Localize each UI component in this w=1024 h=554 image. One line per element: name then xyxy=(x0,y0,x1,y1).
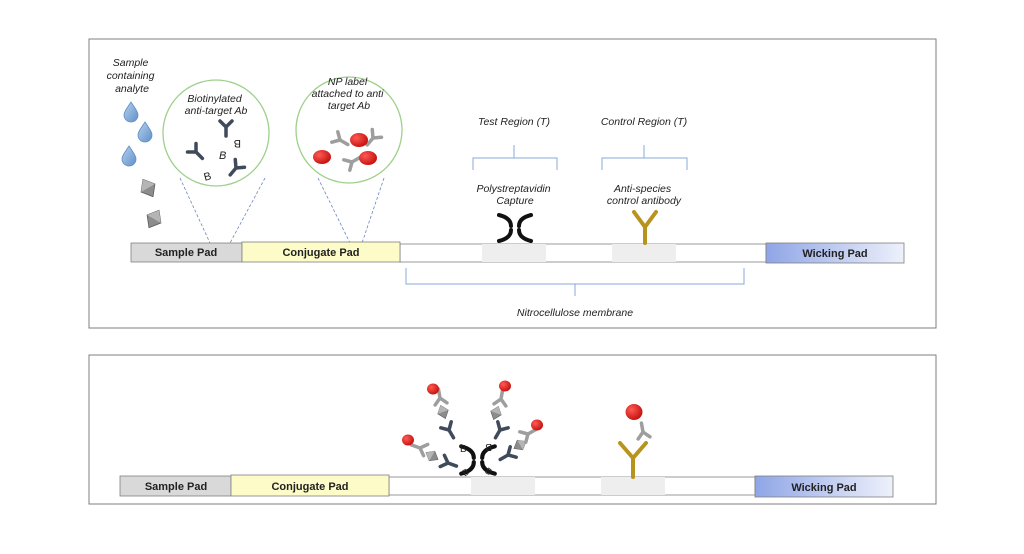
membrane-label: Nitrocellulose membrane xyxy=(517,307,633,319)
wicking-pad-label: Wicking Pad xyxy=(802,248,867,260)
control-antibody-icon xyxy=(618,441,648,479)
membrane-brace xyxy=(405,268,745,296)
nanoparticle-icon xyxy=(359,151,377,165)
control-region-brace xyxy=(601,145,688,170)
zoom-line xyxy=(317,177,351,244)
zoom-line xyxy=(229,177,266,244)
wicking-pad-label: Wicking Pad xyxy=(791,482,856,494)
biotin-antibody-zoom-circle xyxy=(162,79,270,187)
test-region-zone xyxy=(482,244,546,262)
conjugate-pad-label: Conjugate Pad xyxy=(271,481,348,493)
np-label-text: NP label attached to anti target Ab xyxy=(312,76,387,112)
biotin-antibody-label: Biotinylated anti-target Ab xyxy=(185,93,248,117)
nanoparticle-icon xyxy=(625,404,643,420)
nitrocellulose-membrane xyxy=(388,476,756,496)
test-region-zone xyxy=(471,477,535,495)
nanoparticle-icon xyxy=(350,133,368,147)
conjugate-pad-label: Conjugate Pad xyxy=(282,247,359,259)
biotin-letter: B xyxy=(219,150,226,162)
control-region-label: Control Region (T) xyxy=(601,116,687,128)
nanoparticle-icon xyxy=(313,150,331,164)
biotin-letter: B xyxy=(485,441,492,452)
biotin-letter: B xyxy=(460,444,467,455)
zoom-line xyxy=(179,177,211,244)
sample-pad-label: Sample Pad xyxy=(155,247,217,259)
test-capture-label: Polystreptavidin Capture xyxy=(476,183,553,207)
biotin-letter: B xyxy=(234,137,241,149)
control-antibody-icon xyxy=(632,210,658,245)
nanoparticle-icon xyxy=(499,380,511,392)
sample-label: Sample containing analyte xyxy=(107,57,158,95)
biotin-letter: B xyxy=(203,170,213,183)
control-region-zone xyxy=(601,477,665,495)
nanoparticle-icon xyxy=(402,434,414,446)
zoom-line xyxy=(361,177,385,244)
biotin-letter: B xyxy=(461,467,471,479)
wicking-pad xyxy=(765,242,905,264)
control-region-zone xyxy=(612,244,676,262)
conjugate-pad xyxy=(230,474,390,497)
nanoparticle-icon xyxy=(427,383,439,395)
biotin-letter: B xyxy=(484,466,494,478)
control-capture-label: Anti-species control antibody xyxy=(607,183,682,207)
test-region-brace xyxy=(472,145,558,170)
nanoparticle-icon xyxy=(531,419,543,431)
wicking-pad xyxy=(754,475,894,498)
conjugate-pad xyxy=(241,241,401,263)
test-region-label: Test Region (T) xyxy=(478,116,550,128)
nitrocellulose-membrane xyxy=(399,243,767,263)
sample-pad-label: Sample Pad xyxy=(145,481,207,493)
